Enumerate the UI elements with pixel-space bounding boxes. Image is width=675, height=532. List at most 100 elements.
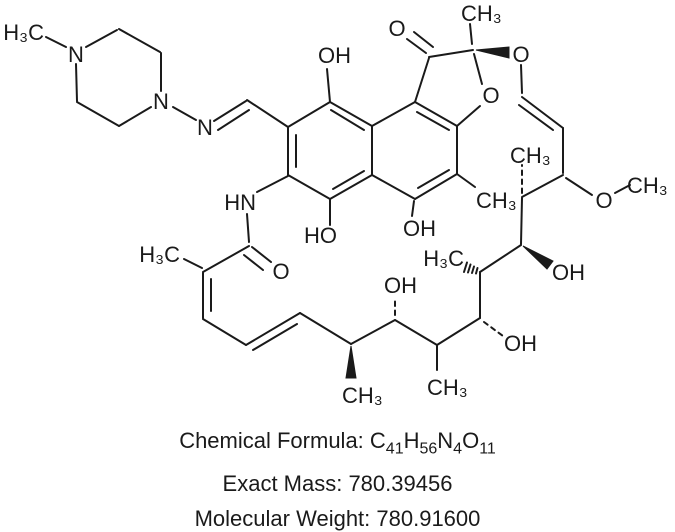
bond	[413, 31, 434, 48]
bond	[479, 244, 522, 273]
methyl-label: CH₃	[627, 173, 668, 198]
methyl-label: CH₃	[427, 375, 468, 400]
hydrazone-linker	[172, 99, 289, 131]
bond	[414, 173, 458, 200]
hydroxyl-label: OH	[384, 273, 417, 298]
bond	[456, 105, 481, 127]
bond	[243, 254, 264, 271]
ansa-chain	[202, 164, 554, 379]
bond	[172, 106, 197, 121]
bond	[118, 28, 161, 53]
hydroxyl-label: OH	[403, 216, 436, 241]
vinyl-ether-arm	[518, 64, 631, 198]
bond	[329, 174, 373, 200]
methyl-label: CH₃	[461, 1, 502, 26]
bond	[246, 99, 289, 128]
oxygen-label: O	[482, 83, 499, 108]
bond	[414, 101, 458, 127]
bond	[411, 200, 415, 217]
furanone-ring	[406, 23, 510, 127]
bond	[118, 106, 152, 127]
molecular-weight-line: Molecular Weight: 780.91600	[194, 506, 481, 532]
oxygen-label: O	[512, 42, 529, 67]
bond	[287, 101, 331, 128]
bond	[329, 101, 373, 127]
bond	[521, 96, 564, 129]
bond	[326, 68, 331, 103]
amide-group	[183, 175, 289, 273]
bond	[256, 175, 289, 193]
hydroxyl-label: OH	[552, 260, 585, 285]
naphthalene-substituents	[326, 68, 476, 226]
bond	[436, 317, 481, 346]
hashed-bond	[463, 261, 479, 275]
bond	[217, 109, 250, 131]
bond	[202, 318, 247, 346]
bond	[202, 245, 250, 273]
bond	[371, 174, 416, 200]
methyl-label: CH₃	[510, 143, 551, 168]
bond	[521, 174, 564, 198]
wedge-bond	[345, 345, 357, 379]
nitrogen-label: N	[197, 115, 213, 140]
bond	[251, 246, 272, 263]
hydroxyl-label: OH	[504, 331, 537, 356]
bond	[417, 169, 450, 189]
methyl-label: H₃C	[3, 20, 44, 45]
piperazine-ring	[45, 28, 162, 127]
wedge-bond	[522, 245, 554, 270]
methyl-label: H₃C	[139, 242, 180, 267]
bond	[183, 258, 203, 269]
bond	[475, 267, 479, 275]
methyl-label: H₃C	[423, 246, 464, 271]
atom-labels: H₃C N N N OH O CH₃ O O HO OH HN CH₃ CH₃ …	[3, 1, 667, 408]
bond	[467, 263, 472, 274]
bond	[85, 29, 118, 48]
structure-drawing: H₃C N N N OH O CH₃ O O HO OH HN CH₃ CH₃ …	[3, 1, 667, 408]
nitrogen-label: N	[153, 89, 169, 114]
bond	[213, 100, 247, 122]
bond	[416, 111, 450, 131]
bond	[565, 177, 593, 196]
bond	[371, 101, 416, 127]
bond	[406, 38, 427, 54]
bond	[332, 170, 365, 190]
bond	[75, 63, 78, 102]
naphthalene-core	[287, 101, 458, 200]
bond	[614, 184, 631, 194]
amine-label: HN	[224, 190, 256, 215]
bond	[473, 53, 483, 85]
bond	[45, 36, 67, 48]
exact-mass-line: Exact Mass: 780.39456	[222, 471, 453, 497]
bond	[520, 197, 523, 245]
wedge-bond	[475, 46, 510, 59]
oxygen-label: O	[595, 188, 612, 213]
bond	[287, 174, 331, 200]
bond	[350, 319, 396, 345]
bond	[76, 101, 120, 127]
bond	[246, 213, 250, 243]
oxygen-label: O	[272, 259, 289, 284]
bond	[245, 312, 301, 346]
bond	[520, 64, 523, 94]
oxygen-label: O	[388, 16, 405, 41]
hydroxyl-label: OH	[318, 43, 351, 68]
bond	[428, 49, 474, 58]
bond	[518, 104, 554, 131]
bond	[330, 109, 365, 131]
bond	[456, 173, 476, 188]
methyl-label: CH₃	[342, 383, 383, 408]
nitrogen-label: N	[68, 42, 84, 67]
bond	[394, 319, 438, 346]
caption: Chemical Formula: C41H56N4O11 Exact Mass…	[0, 423, 675, 532]
bond	[414, 57, 430, 103]
bond	[252, 323, 298, 351]
methyl-label: CH₃	[476, 188, 517, 213]
dashed-bond	[483, 321, 504, 337]
bond	[299, 312, 352, 345]
hydroxyl-label: HO	[304, 223, 337, 248]
bond	[469, 23, 473, 45]
chemical-formula-line: Chemical Formula: C41H56N4O11	[179, 428, 496, 458]
bond	[463, 261, 468, 273]
